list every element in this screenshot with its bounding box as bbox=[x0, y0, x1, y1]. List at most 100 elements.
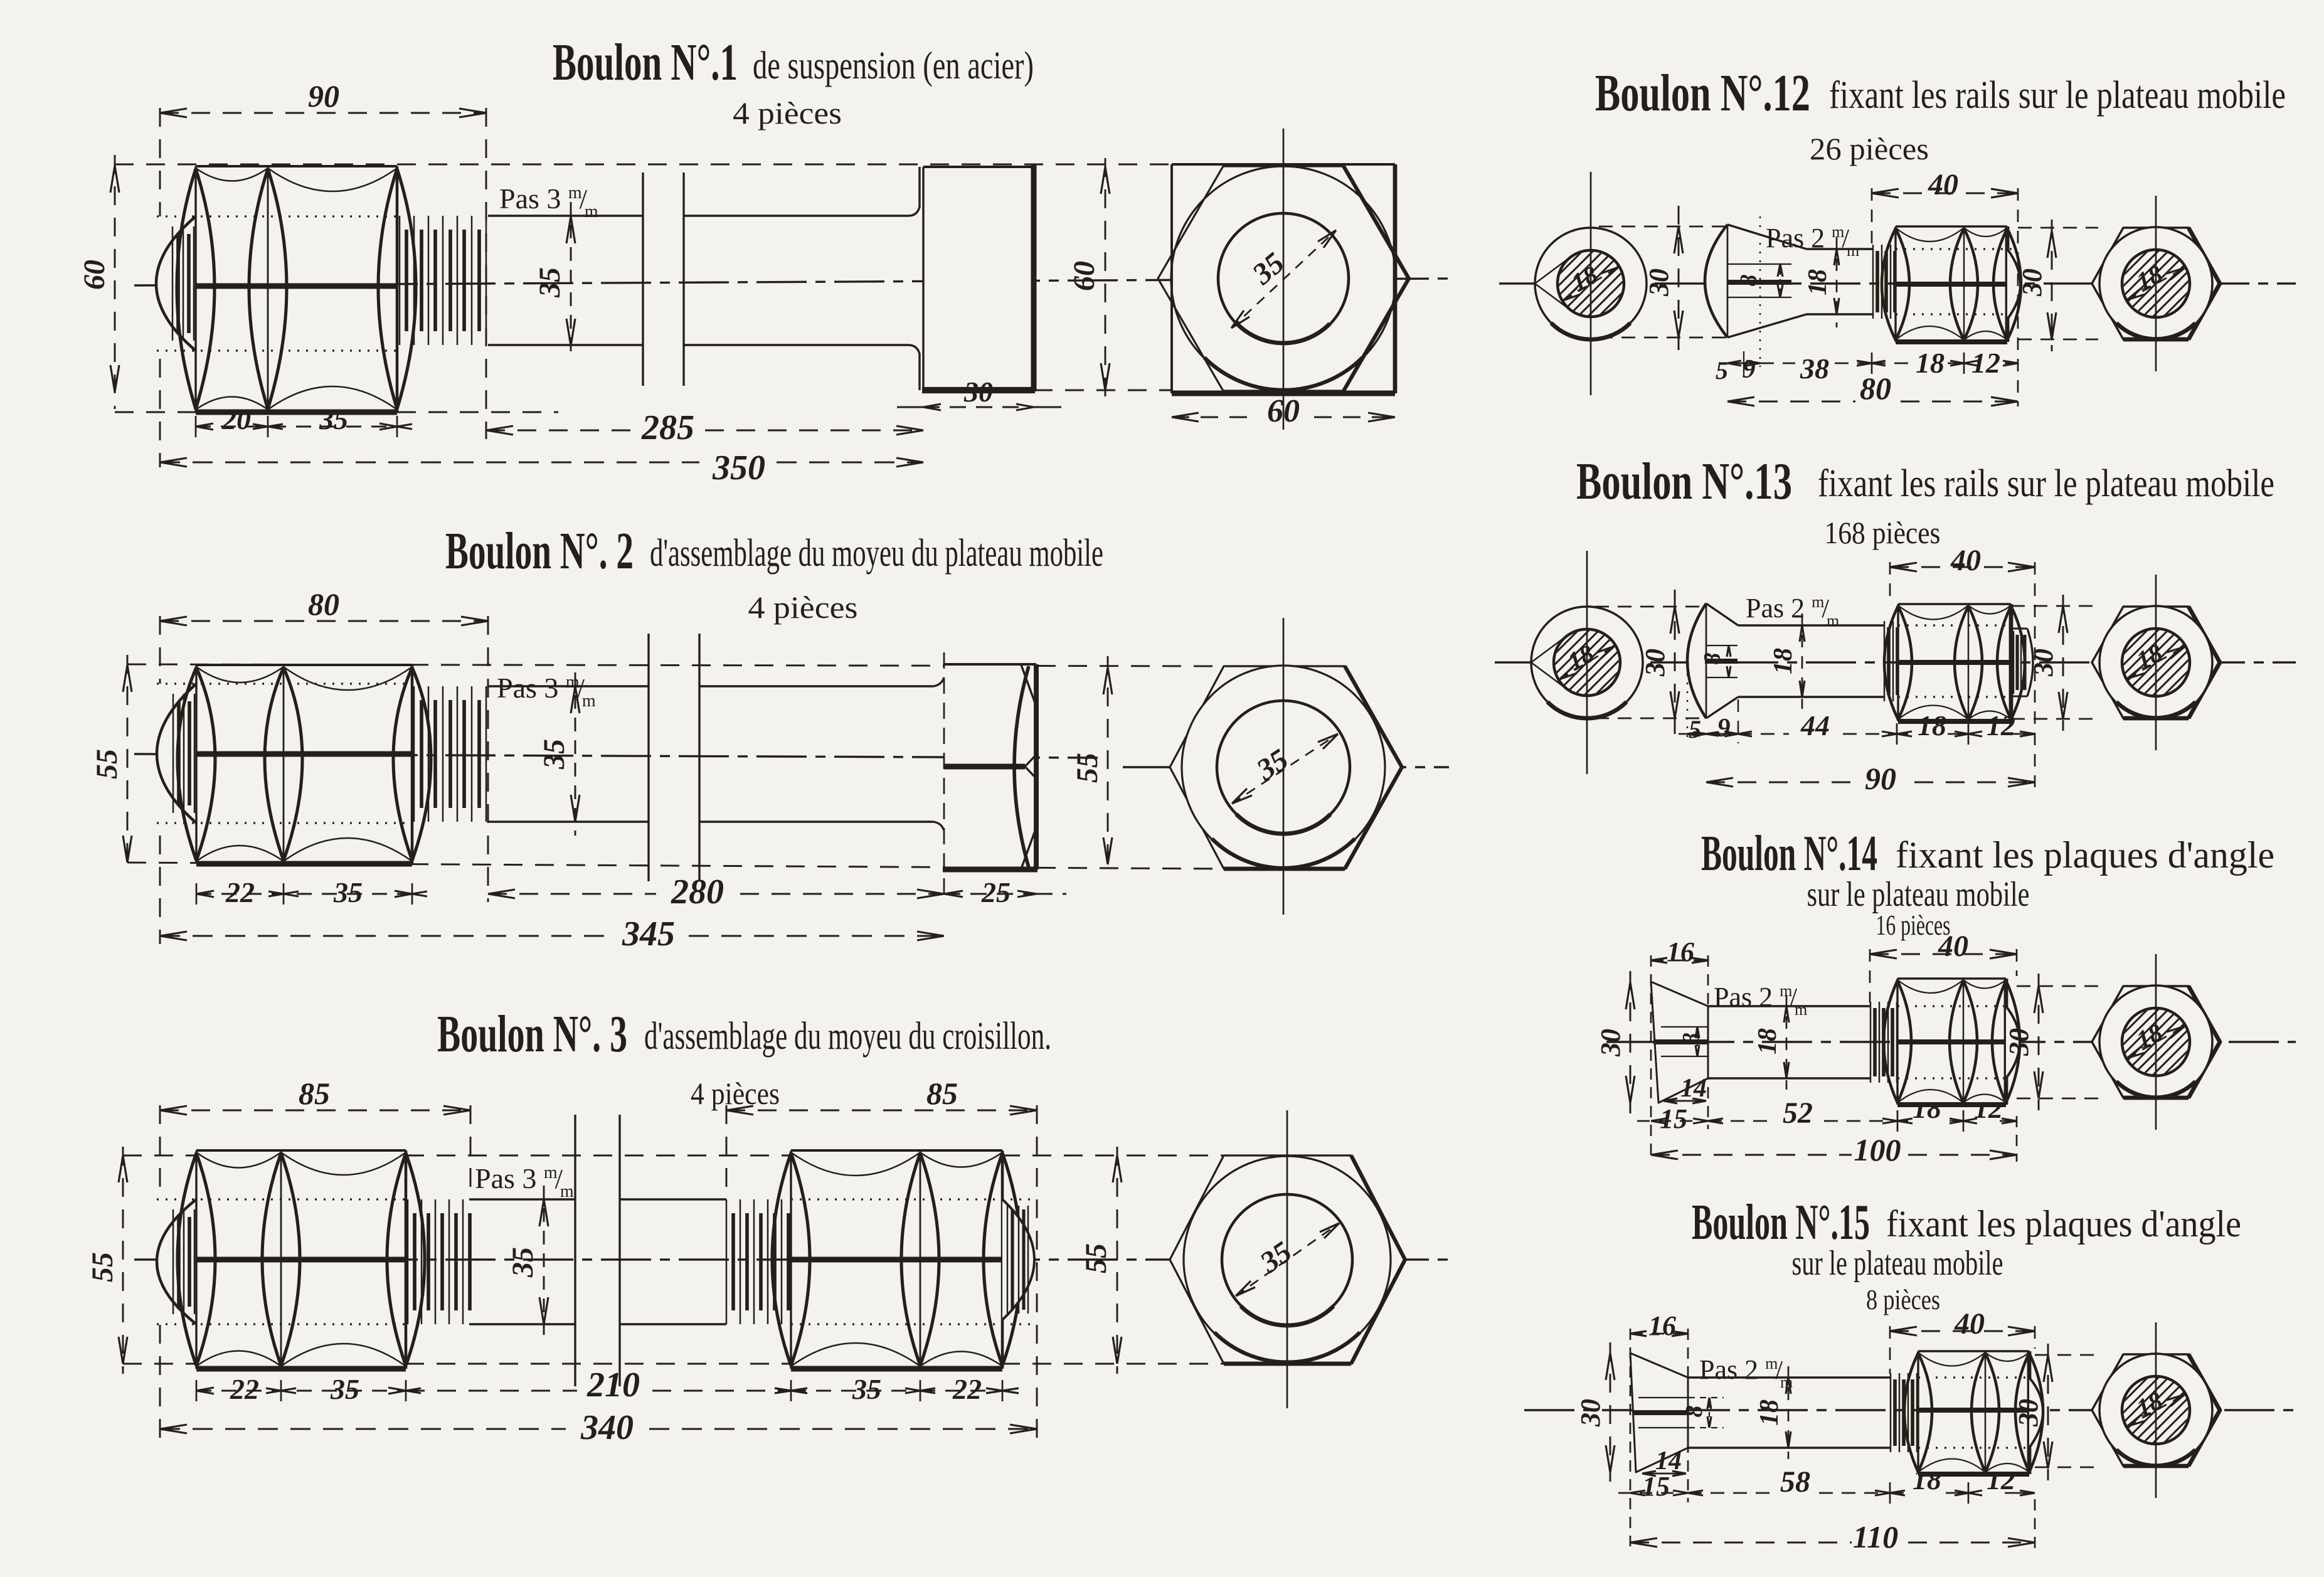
svg-text:35: 35 bbox=[533, 267, 566, 298]
svg-text:85: 85 bbox=[299, 1076, 330, 1111]
svg-text:44: 44 bbox=[1800, 709, 1830, 741]
svg-text:15: 15 bbox=[1660, 1103, 1687, 1134]
svg-text:350: 350 bbox=[712, 449, 765, 487]
svg-text:340: 340 bbox=[580, 1408, 634, 1447]
svg-text:30: 30 bbox=[1643, 268, 1674, 297]
svg-text:5: 5 bbox=[1689, 715, 1701, 743]
svg-text:14: 14 bbox=[1655, 1447, 1682, 1475]
svg-text:110: 110 bbox=[1853, 1519, 1898, 1554]
svg-text:Pas 2 m/m: Pas 2 m/m bbox=[1699, 1354, 1793, 1391]
svg-text:35: 35 bbox=[506, 1247, 539, 1278]
svg-text:14: 14 bbox=[1680, 1074, 1707, 1103]
svg-text:35: 35 bbox=[319, 403, 348, 435]
svg-text:30: 30 bbox=[1595, 1029, 1626, 1057]
svg-text:9: 9 bbox=[1743, 355, 1756, 384]
svg-text:55: 55 bbox=[90, 749, 124, 779]
svg-text:40: 40 bbox=[1954, 1307, 1985, 1341]
svg-text:Boulon N°.1: Boulon N°.1 bbox=[553, 33, 738, 92]
svg-text:Pas 2 m/m: Pas 2 m/m bbox=[1746, 593, 1839, 630]
svg-text:22: 22 bbox=[952, 1373, 982, 1405]
svg-text:d'assemblage du moyeu du plate: d'assemblage du moyeu du plateau mobile bbox=[650, 532, 1103, 575]
svg-text:90: 90 bbox=[1865, 761, 1896, 796]
svg-text:30: 30 bbox=[1575, 1399, 1606, 1427]
svg-text:40: 40 bbox=[1928, 168, 1958, 201]
svg-text:30: 30 bbox=[2028, 649, 2059, 677]
svg-text:fixant les rails sur le platea: fixant les rails sur le plateau mobile bbox=[1829, 74, 2286, 117]
svg-text:25: 25 bbox=[981, 876, 1011, 908]
svg-text:Boulon N°.13: Boulon N°.13 bbox=[1576, 452, 1792, 511]
svg-text:100: 100 bbox=[1854, 1132, 1901, 1167]
svg-text:fixant les plaques d'angle: fixant les plaques d'angle bbox=[1886, 1203, 2241, 1245]
svg-text:8: 8 bbox=[1699, 653, 1726, 665]
svg-text:4 pièces: 4 pièces bbox=[748, 590, 858, 625]
svg-text:15: 15 bbox=[1642, 1471, 1670, 1502]
svg-text:55: 55 bbox=[1080, 1243, 1113, 1273]
svg-text:345: 345 bbox=[622, 915, 675, 953]
svg-text:18: 18 bbox=[1918, 709, 1946, 741]
svg-text:9: 9 bbox=[1717, 714, 1731, 743]
svg-text:8 pièces: 8 pièces bbox=[1866, 1283, 1940, 1315]
svg-text:35: 35 bbox=[852, 1373, 881, 1405]
svg-text:60: 60 bbox=[1068, 261, 1101, 291]
svg-text:Pas 3 m/m: Pas 3 m/m bbox=[497, 672, 596, 711]
svg-text:22: 22 bbox=[225, 876, 255, 908]
svg-text:16: 16 bbox=[1648, 1310, 1676, 1341]
svg-text:20: 20 bbox=[221, 403, 251, 435]
svg-text:d'assemblage du moyeu du crois: d'assemblage du moyeu du croisillon. bbox=[644, 1015, 1051, 1058]
svg-text:8: 8 bbox=[1678, 1033, 1704, 1045]
svg-text:de suspension (en acier): de suspension (en acier) bbox=[753, 45, 1034, 87]
svg-text:60: 60 bbox=[1267, 393, 1300, 429]
svg-text:Pas 3 m/m: Pas 3 m/m bbox=[475, 1162, 574, 1201]
svg-text:18: 18 bbox=[1803, 269, 1832, 295]
svg-text:12: 12 bbox=[1971, 347, 2000, 379]
svg-text:210: 210 bbox=[586, 1366, 640, 1404]
svg-text:12: 12 bbox=[1987, 709, 2015, 741]
svg-text:18: 18 bbox=[1769, 648, 1798, 674]
svg-text:40: 40 bbox=[1938, 930, 1968, 963]
svg-text:30: 30 bbox=[963, 376, 993, 408]
svg-text:Pas 2 m/m: Pas 2 m/m bbox=[1714, 982, 1807, 1019]
svg-text:30: 30 bbox=[2017, 268, 2047, 297]
svg-text:52: 52 bbox=[1783, 1096, 1813, 1130]
svg-text:4 pièces: 4 pièces bbox=[691, 1076, 780, 1111]
svg-text:55: 55 bbox=[1071, 753, 1104, 783]
svg-text:80: 80 bbox=[308, 587, 339, 622]
svg-text:35: 35 bbox=[333, 876, 363, 908]
svg-text:35: 35 bbox=[538, 739, 571, 770]
svg-text:30: 30 bbox=[1640, 649, 1670, 677]
svg-text:Boulon N°.12: Boulon N°.12 bbox=[1595, 64, 1810, 122]
svg-text:80: 80 bbox=[1860, 371, 1891, 406]
svg-text:Boulon N°.14: Boulon N°.14 bbox=[1701, 826, 1877, 881]
svg-text:60: 60 bbox=[78, 260, 111, 290]
svg-text:26 pièces: 26 pièces bbox=[1810, 131, 1929, 166]
svg-text:30: 30 bbox=[2003, 1028, 2034, 1056]
svg-text:Boulon N°. 3: Boulon N°. 3 bbox=[437, 1005, 627, 1063]
svg-text:18: 18 bbox=[1916, 347, 1945, 379]
svg-text:30: 30 bbox=[2013, 1399, 2044, 1427]
svg-text:55: 55 bbox=[86, 1252, 119, 1282]
svg-text:40: 40 bbox=[1950, 544, 1981, 577]
svg-text:285: 285 bbox=[641, 408, 694, 447]
svg-text:sur le plateau mobile: sur le plateau mobile bbox=[1792, 1244, 2003, 1283]
svg-text:22: 22 bbox=[230, 1373, 259, 1405]
svg-text:Pas 2 m/m: Pas 2 m/m bbox=[1766, 223, 1859, 260]
svg-text:fixant les rails sur le platea: fixant les rails sur le plateau mobile bbox=[1818, 462, 2274, 505]
svg-text:4 pièces: 4 pièces bbox=[733, 95, 842, 130]
svg-text:8: 8 bbox=[1736, 275, 1762, 287]
svg-text:58: 58 bbox=[1780, 1465, 1810, 1499]
svg-text:Boulon N°. 2: Boulon N°. 2 bbox=[445, 522, 634, 580]
svg-text:fixant les plaques d'angle: fixant les plaques d'angle bbox=[1896, 834, 2274, 876]
svg-text:35: 35 bbox=[330, 1373, 359, 1405]
svg-text:sur le plateau mobile: sur le plateau mobile bbox=[1807, 875, 2030, 914]
svg-text:280: 280 bbox=[671, 873, 724, 911]
svg-text:18: 18 bbox=[1755, 1399, 1784, 1426]
svg-text:16: 16 bbox=[1667, 937, 1694, 967]
svg-text:38: 38 bbox=[1800, 353, 1829, 385]
svg-text:90: 90 bbox=[308, 78, 339, 114]
svg-text:18: 18 bbox=[1753, 1028, 1782, 1054]
svg-text:5: 5 bbox=[1716, 356, 1728, 385]
svg-text:Boulon N°.15: Boulon N°.15 bbox=[1692, 1195, 1870, 1250]
svg-text:16 pièces: 16 pièces bbox=[1876, 909, 1951, 941]
svg-text:168 pièces: 168 pièces bbox=[1825, 515, 1941, 550]
svg-text:8: 8 bbox=[1681, 1406, 1707, 1418]
